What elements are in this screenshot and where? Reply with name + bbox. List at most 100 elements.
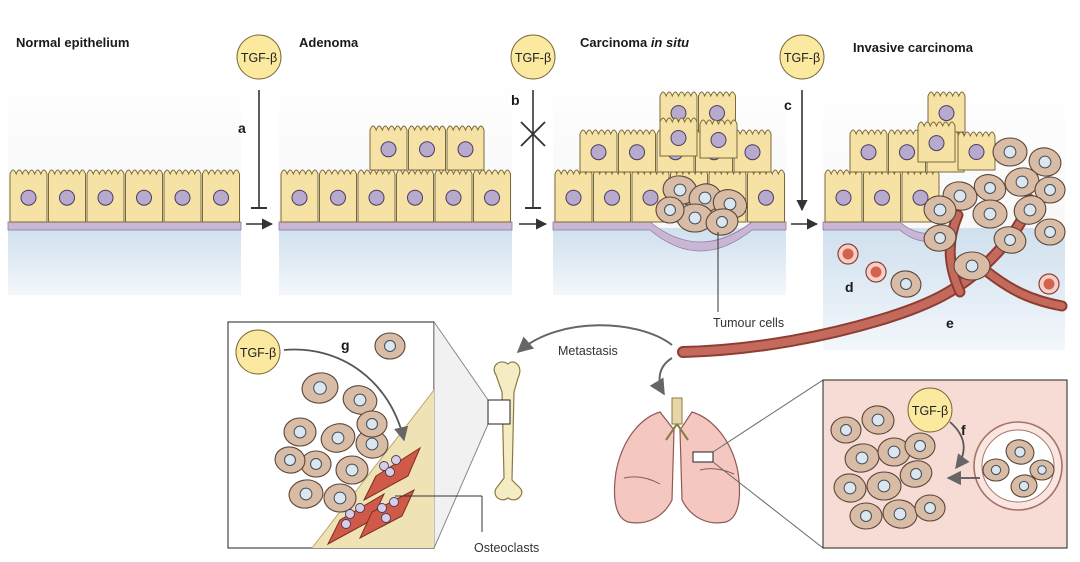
letter-a: a bbox=[238, 120, 246, 136]
tgf-beta-label: TGF-β bbox=[240, 346, 276, 360]
cell-nucleus bbox=[670, 105, 687, 122]
osteoclast-nuclei bbox=[341, 455, 401, 529]
cell-nucleus bbox=[953, 189, 967, 203]
cell-nucleus bbox=[835, 189, 852, 206]
cell-nucleus bbox=[1044, 226, 1056, 238]
cell-nucleus bbox=[293, 425, 307, 439]
osteoclast-nucleus bbox=[389, 497, 399, 507]
cell-nucleus bbox=[310, 458, 322, 470]
epithelial-cell bbox=[280, 169, 319, 223]
cell-nucleus bbox=[716, 216, 728, 228]
tumour-cell bbox=[374, 332, 406, 360]
cell-nucleus bbox=[924, 502, 936, 514]
epithelial-cell bbox=[9, 169, 48, 223]
basement-membrane bbox=[552, 221, 787, 252]
cell-nucleus bbox=[965, 259, 979, 273]
cell-nucleus bbox=[291, 189, 308, 206]
lungs bbox=[613, 379, 824, 549]
bone-tumour-cells bbox=[274, 332, 406, 513]
blood-vessel-branch bbox=[946, 211, 964, 296]
lung-fissure bbox=[623, 476, 661, 485]
tumour-cell bbox=[904, 432, 936, 460]
cell-nucleus bbox=[331, 431, 345, 445]
tumour-cell bbox=[953, 251, 991, 281]
tumour-cell bbox=[1004, 167, 1040, 197]
bone-metastasis-panel: TGF-β g bbox=[227, 321, 489, 549]
tgf-beta-circle bbox=[907, 387, 953, 433]
tgf-beta-label: TGF-β bbox=[515, 51, 551, 65]
epithelial-cell bbox=[446, 125, 485, 171]
tumour-cell bbox=[323, 483, 357, 513]
tgf-signal-c: TGF-β c bbox=[779, 34, 825, 212]
lung-fissure bbox=[699, 468, 735, 475]
cell-nucleus bbox=[871, 413, 885, 427]
tumour-cell bbox=[861, 405, 895, 435]
cell-nucleus bbox=[136, 189, 152, 206]
cell-nucleus bbox=[1023, 203, 1037, 217]
blood-vessel-branch bbox=[981, 266, 1066, 310]
tumour-cell bbox=[288, 479, 324, 509]
cell-nucleus bbox=[928, 135, 945, 152]
femur-bone bbox=[487, 361, 523, 501]
letter-d: d bbox=[845, 279, 854, 295]
epithelial-cell bbox=[863, 169, 901, 223]
cell-nucleus bbox=[723, 197, 737, 211]
osteoclast-nucleus bbox=[341, 519, 351, 529]
invading-tumour-cells bbox=[890, 137, 1066, 298]
tgf-beta-circle bbox=[510, 34, 556, 80]
zoom-shadow bbox=[434, 322, 488, 548]
epithelial-cell bbox=[957, 131, 996, 171]
epithelial-cell bbox=[408, 125, 446, 171]
cell-nucleus bbox=[874, 189, 890, 206]
tumour-cell-cluster bbox=[655, 175, 748, 236]
tumour-cell bbox=[982, 458, 1010, 482]
cell-nucleus bbox=[565, 189, 582, 206]
tumour-cell bbox=[899, 460, 933, 488]
cell-nucleus bbox=[174, 189, 191, 206]
tgf-beta-circle bbox=[779, 34, 825, 80]
cell-nucleus bbox=[664, 204, 676, 216]
stage-label-cis-main: Carcinoma bbox=[580, 35, 651, 50]
basement-membrane bbox=[7, 221, 242, 231]
lung-tumour-cells bbox=[830, 405, 946, 530]
tgf-beta-osteoclast-arrow bbox=[283, 348, 409, 442]
cell-nucleus bbox=[604, 189, 620, 206]
osteoclast-nucleus bbox=[355, 503, 365, 513]
tumour-cell bbox=[1034, 176, 1066, 204]
bronchi bbox=[665, 423, 689, 441]
tumour-cell bbox=[300, 450, 332, 478]
cell-nucleus bbox=[365, 437, 379, 451]
tumour-cell bbox=[274, 446, 306, 474]
tumour-cell bbox=[301, 372, 339, 404]
epithelial-cell bbox=[917, 121, 956, 163]
epithelial-cell bbox=[554, 169, 593, 223]
epithelial-cell-rows bbox=[280, 125, 511, 223]
tumour-cell bbox=[283, 417, 317, 447]
cell-nucleus bbox=[709, 105, 725, 122]
epithelial-cell bbox=[396, 169, 434, 223]
cell-nucleus bbox=[445, 189, 462, 206]
cell-nucleus bbox=[843, 481, 857, 495]
tgf-beta-label: TGF-β bbox=[784, 51, 820, 65]
intravascular-tumour-cells bbox=[982, 439, 1055, 498]
lung-zoom-region bbox=[692, 451, 714, 463]
cell-nucleus bbox=[353, 393, 367, 407]
tumour-cell bbox=[1034, 218, 1066, 246]
cell-nucleus bbox=[299, 487, 313, 501]
letter-e: e bbox=[946, 315, 954, 331]
tumour-cell bbox=[882, 499, 918, 529]
immune-cells bbox=[837, 243, 1060, 295]
left-lung bbox=[613, 411, 675, 524]
epithelial-cell bbox=[473, 169, 511, 223]
tumour-cell bbox=[849, 502, 883, 530]
cell-nucleus bbox=[457, 141, 474, 158]
epithelial-cell bbox=[202, 169, 240, 223]
cell-nucleus bbox=[744, 144, 761, 161]
immune-cell-nucleus bbox=[870, 266, 882, 278]
epithelial-cell bbox=[579, 129, 618, 173]
cell-nucleus bbox=[698, 191, 712, 205]
epithelial-cell bbox=[593, 169, 631, 223]
cell-nucleus bbox=[914, 440, 926, 452]
osteoclast-nucleus bbox=[377, 503, 387, 513]
tumour-cell bbox=[830, 416, 862, 444]
